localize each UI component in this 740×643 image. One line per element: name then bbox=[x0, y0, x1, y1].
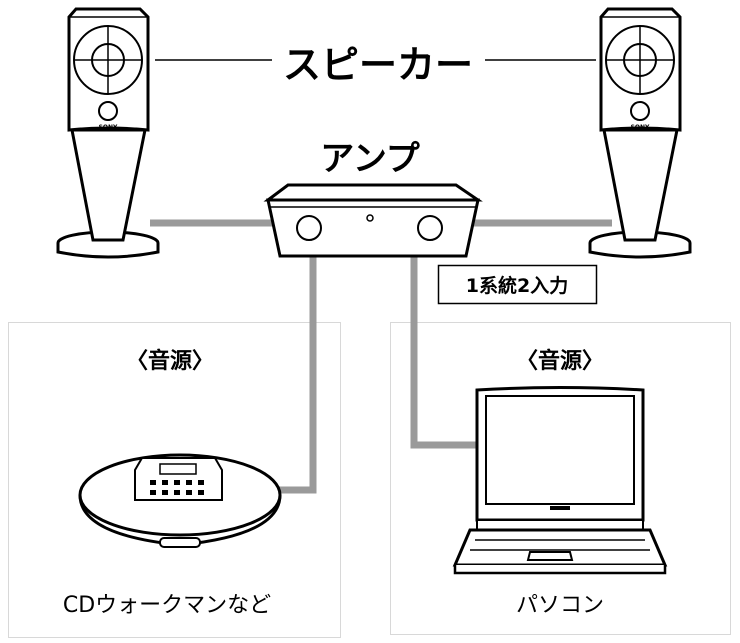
source-box-left bbox=[8, 322, 341, 638]
amp-indicator bbox=[366, 214, 374, 222]
cd-walkman bbox=[78, 453, 282, 548]
cable-pc bbox=[410, 255, 478, 449]
source-heading-right: 〈音源〉 bbox=[516, 348, 604, 374]
input-badge-text: 1系統2入力 bbox=[466, 274, 568, 297]
source-heading-left: 〈音源〉 bbox=[126, 348, 214, 374]
speaker-brand: SONY bbox=[631, 124, 650, 131]
cable-cd-walkman bbox=[272, 255, 317, 494]
source-label-right: パソコン bbox=[516, 593, 604, 618]
amp-knob-left bbox=[296, 215, 322, 241]
amp-label: アンプ bbox=[320, 139, 420, 179]
amplifier bbox=[263, 183, 483, 258]
laptop bbox=[452, 386, 668, 575]
speaker-right: SONY bbox=[588, 7, 692, 259]
speaker-left: SONY bbox=[56, 7, 160, 259]
amp-knob-right bbox=[417, 215, 443, 241]
source-box-right bbox=[390, 322, 731, 635]
speaker-title: スピーカー bbox=[283, 43, 473, 87]
cables bbox=[150, 219, 612, 494]
input-badge bbox=[437, 264, 598, 305]
source-label-left: CDウォークマンなど bbox=[63, 593, 271, 618]
speaker-brand: SONY bbox=[99, 124, 118, 131]
